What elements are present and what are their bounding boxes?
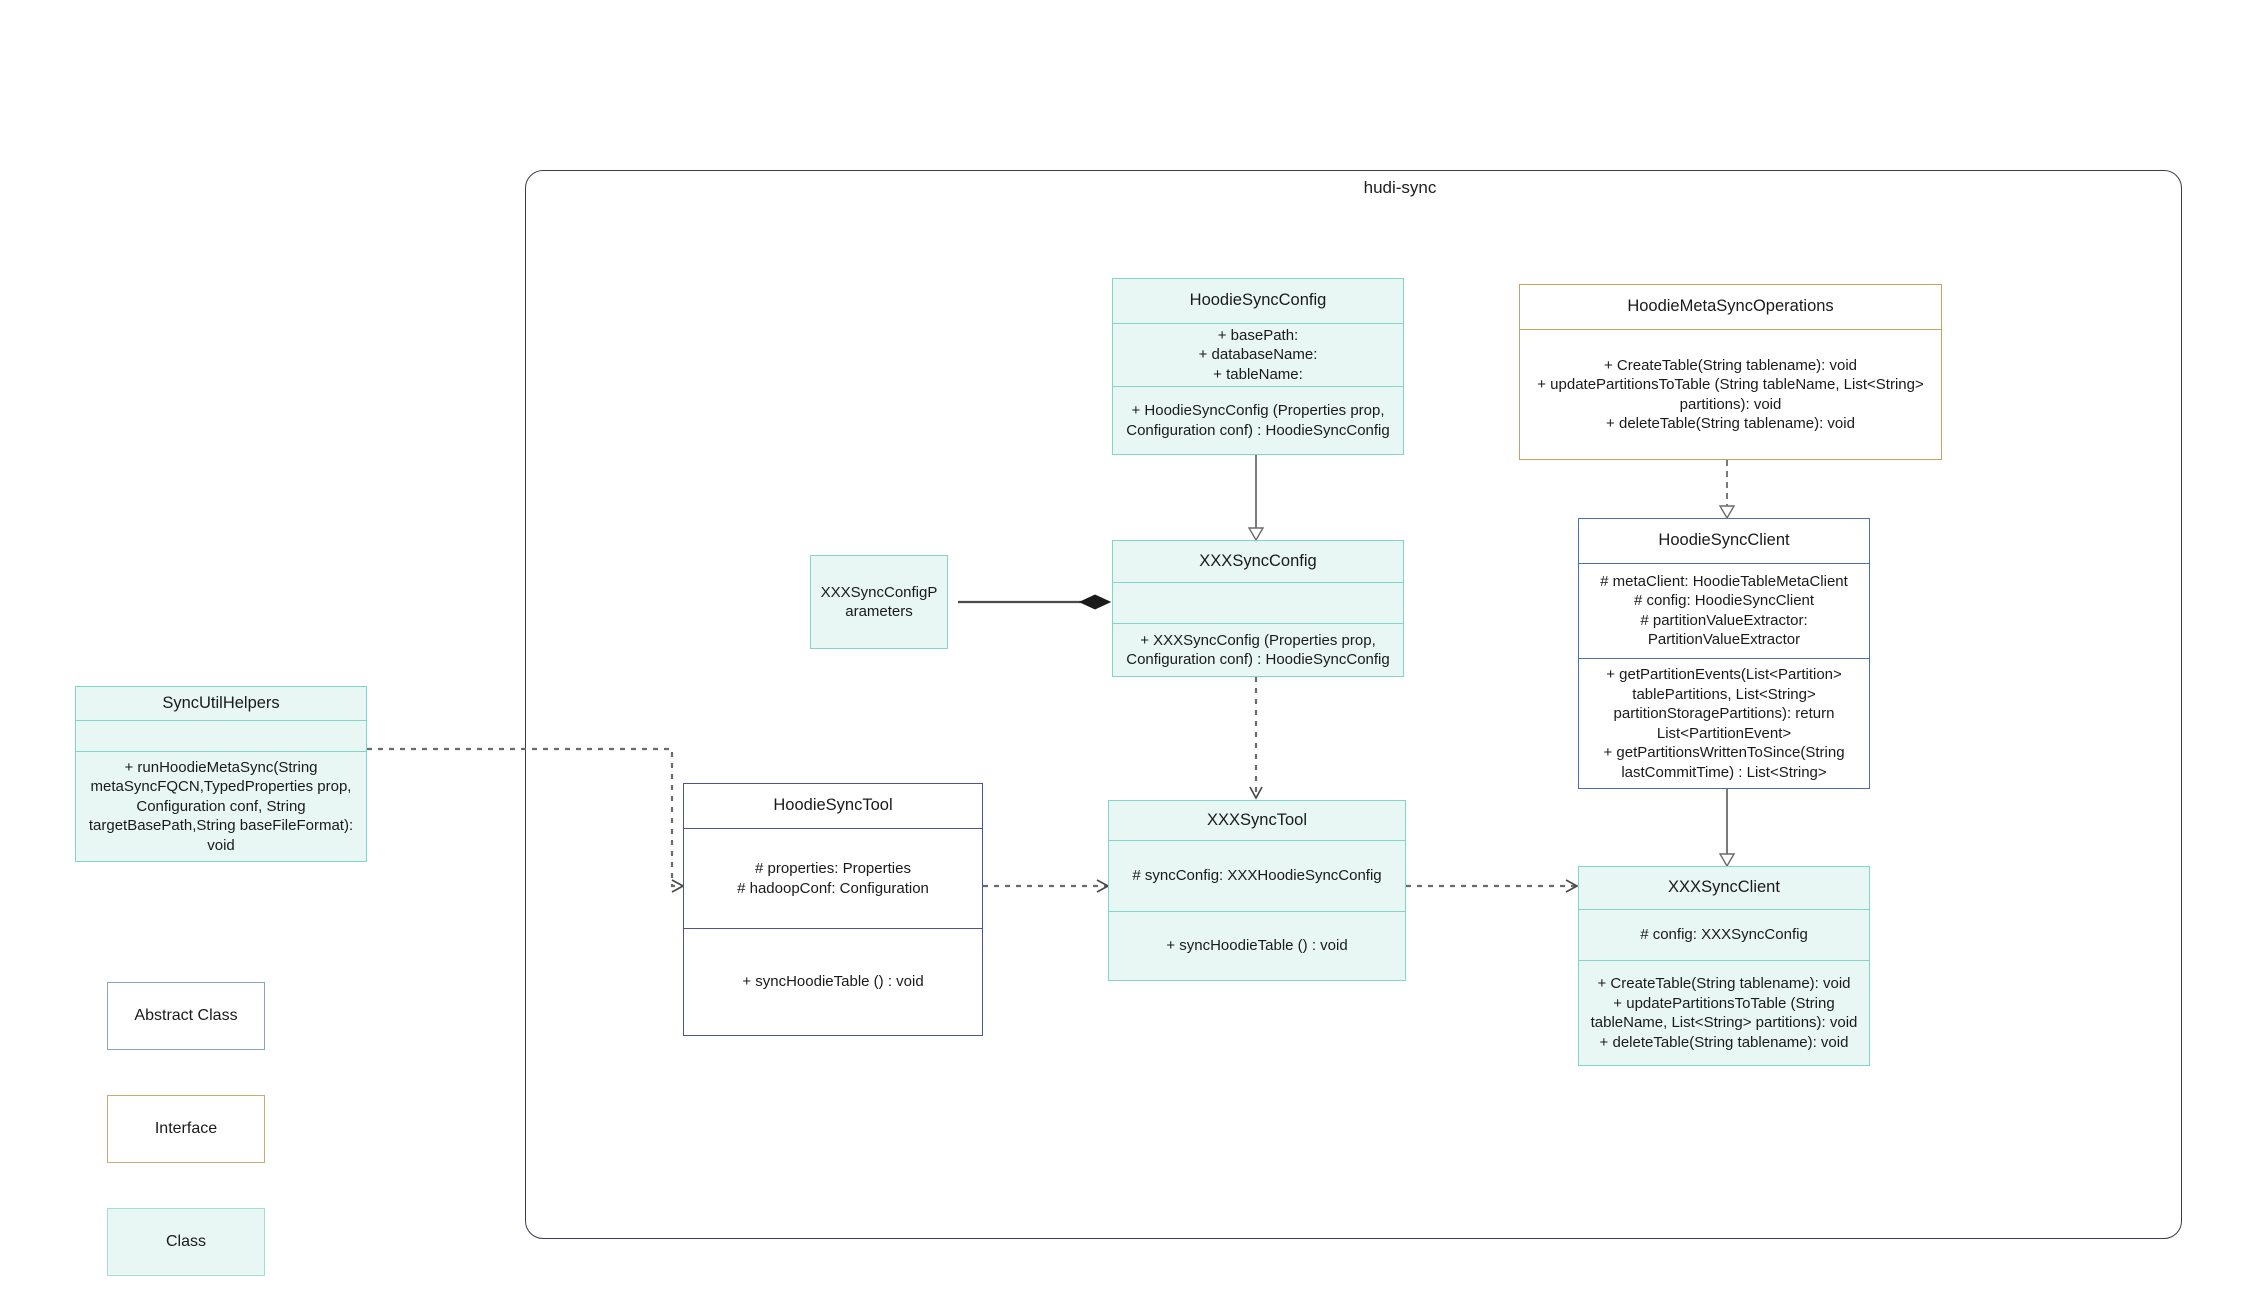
class-operations: + runHoodieMetaSync(String metaSyncFQCN,… bbox=[76, 750, 366, 862]
class-attributes: # metaClient: HoodieTableMetaClient # co… bbox=[1579, 562, 1869, 658]
class-operations: + CreateTable(String tablename): void + … bbox=[1579, 960, 1869, 1065]
class-name: SyncUtilHelpers bbox=[162, 694, 280, 712]
class-attributes: + basePath: + databaseName: + tableName: bbox=[1113, 323, 1403, 386]
class-name: XXXSyncConfig bbox=[1199, 551, 1317, 570]
class-operations: + XXXSyncConfig (Properties prop, Config… bbox=[1113, 623, 1403, 676]
interface-hoodie-meta-sync-operations[interactable]: HoodieMetaSyncOperations + CreateTable(S… bbox=[1519, 284, 1942, 460]
class-hoodie-sync-client[interactable]: HoodieSyncClient # metaClient: HoodieTab… bbox=[1578, 518, 1870, 789]
class-sync-util-helpers[interactable]: SyncUtilHelpers + runHoodieMetaSync(Stri… bbox=[75, 686, 367, 862]
class-name: XXXSyncClient bbox=[1668, 878, 1780, 897]
package-hudi-sync bbox=[525, 170, 2182, 1239]
class-operations: + getPartitionEvents(List<Partition> tab… bbox=[1579, 658, 1869, 788]
class-operations: + syncHoodieTable () : void bbox=[1109, 911, 1405, 980]
class-name: XXXSyncConfigParameters bbox=[820, 583, 938, 621]
class-hoodie-sync-tool[interactable]: HoodieSyncTool # properties: Properties … bbox=[683, 783, 983, 1036]
class-name: XXXSyncTool bbox=[1207, 810, 1307, 829]
class-xxx-sync-config-parameters[interactable]: XXXSyncConfigParameters bbox=[810, 555, 948, 649]
class-attributes bbox=[1113, 582, 1403, 623]
class-xxx-sync-config[interactable]: XXXSyncConfig + XXXSyncConfig (Propertie… bbox=[1112, 540, 1404, 677]
class-name: HoodieSyncClient bbox=[1658, 531, 1790, 550]
class-xxx-sync-tool[interactable]: XXXSyncTool # syncConfig: XXXHoodieSyncC… bbox=[1108, 800, 1406, 981]
legend-interface: Interface bbox=[107, 1095, 265, 1163]
class-attributes bbox=[76, 720, 366, 750]
interface-name: HoodieMetaSyncOperations bbox=[1627, 297, 1834, 316]
class-name: HoodieSyncTool bbox=[773, 796, 893, 815]
legend-class: Class bbox=[107, 1208, 265, 1276]
legend-abstract-class: Abstract Class bbox=[107, 982, 265, 1050]
class-operations: + syncHoodieTable () : void bbox=[684, 928, 982, 1035]
class-hoodie-sync-config[interactable]: HoodieSyncConfig + basePath: + databaseN… bbox=[1112, 278, 1404, 455]
class-name: HoodieSyncConfig bbox=[1189, 291, 1327, 310]
class-operations: + HoodieSyncConfig (Properties prop, Con… bbox=[1113, 386, 1403, 454]
interface-operations: + CreateTable(String tablename): void + … bbox=[1520, 329, 1941, 459]
package-title: hudi-sync bbox=[1363, 178, 1437, 197]
class-attributes: # properties: Properties # hadoopConf: C… bbox=[684, 828, 982, 928]
class-xxx-sync-client[interactable]: XXXSyncClient # config: XXXSyncConfig + … bbox=[1578, 866, 1870, 1066]
class-attributes: # config: XXXSyncConfig bbox=[1579, 909, 1869, 960]
class-attributes: # syncConfig: XXXHoodieSyncConfig bbox=[1109, 840, 1405, 911]
